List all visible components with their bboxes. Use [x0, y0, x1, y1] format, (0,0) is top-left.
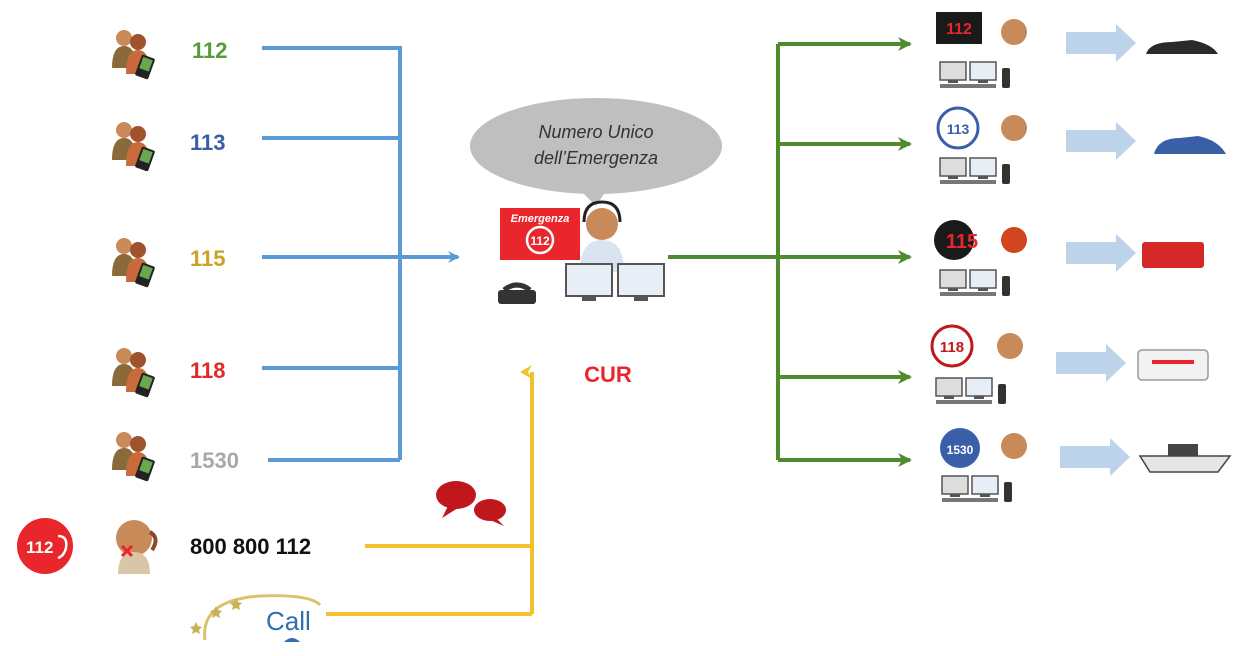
caller-row: 112 [112, 30, 228, 80]
caller-icon [112, 30, 156, 80]
chat-bubbles-icon [436, 481, 506, 526]
agency-badge [930, 324, 974, 368]
police-car-icon [1154, 136, 1226, 154]
firefighter-icon [1001, 227, 1027, 253]
caller-number: 1530 [190, 448, 239, 473]
agency-row: 1530 [940, 428, 1232, 503]
agency-badge [934, 220, 974, 260]
svg-text:112: 112 [946, 21, 972, 38]
caller-number: 118 [190, 358, 226, 383]
dispatch-arrow [1116, 234, 1136, 272]
ecall-logo: Call [190, 594, 322, 642]
ear-icon [57, 534, 68, 560]
operator-headset-icon [580, 200, 624, 272]
caller-icon [112, 238, 156, 288]
blue-connector [262, 46, 460, 462]
car-icon [1146, 40, 1218, 54]
svg-text:112: 112 [26, 538, 53, 557]
caller-row: 118 [112, 348, 226, 398]
bubble-line-1: Numero Unico [538, 122, 653, 142]
workstation-icon [935, 377, 1007, 405]
desktop-phone-icon [498, 282, 536, 304]
ambulance-icon [1137, 349, 1209, 381]
workstation-icon [939, 269, 1011, 297]
sailor-icon [1001, 433, 1027, 459]
hearing-impaired-icon [116, 520, 158, 574]
caller-icon [112, 122, 156, 172]
caller-icon [112, 348, 156, 398]
dispatch-arrow [1116, 122, 1136, 160]
dispatch-arrow [1106, 344, 1126, 382]
workstation-icon [939, 157, 1011, 185]
caller-row: 1530 [112, 432, 239, 482]
svg-text:1530: 1530 [947, 443, 974, 457]
agency-row: 115 [934, 220, 1204, 297]
caller-list: 112 113 115 118 1530 [112, 30, 239, 482]
deaf-112-logo: 112 [17, 518, 73, 574]
caller-row: 113 [112, 122, 226, 172]
svg-text:118: 118 [940, 339, 964, 356]
agency-badge [936, 106, 980, 150]
officer-icon [1001, 19, 1027, 45]
deaf-access-row: 112 800 800 112 [17, 481, 506, 574]
speech-bubble: Numero Unico dell’Emergenza [470, 98, 722, 206]
svg-text:Emergenza: Emergenza [511, 213, 570, 225]
ecall-label: Call [266, 606, 311, 636]
svg-text:115: 115 [946, 231, 978, 253]
agency-row: 113 [936, 106, 1226, 185]
boat-icon [1138, 455, 1232, 473]
caller-icon [112, 432, 156, 482]
dispatch-arrow [1116, 24, 1136, 62]
officer-icon [1001, 115, 1027, 141]
monitors-icon [565, 263, 665, 301]
paramedic-icon [997, 333, 1023, 359]
caller-number: 113 [190, 130, 226, 155]
workstation-icon [941, 475, 1013, 503]
emergenza-112-badge: Emergenza 112 [500, 208, 580, 260]
agency-row: 118 [930, 324, 1209, 405]
bubble-line-2: dell’Emergenza [534, 148, 658, 168]
cur-label: CUR [584, 362, 632, 387]
caller-row: 115 [112, 238, 226, 288]
dispatch-arrow [1110, 438, 1130, 476]
fire-truck-icon [1142, 242, 1204, 268]
agency-badge [936, 12, 982, 44]
agency-row: 112 [936, 12, 1218, 89]
agency-list: 112 113 115 118 [930, 12, 1232, 503]
caller-number: 112 [192, 38, 228, 63]
green-connector [668, 37, 912, 467]
agency-badge [940, 428, 980, 468]
svg-text:113: 113 [947, 121, 970, 137]
caller-number: 115 [190, 246, 226, 271]
workstation-icon [939, 61, 1011, 89]
car-icon [284, 638, 300, 642]
cur-operator-center: Numero Unico dell’Emergenza Emergenza 11… [470, 98, 722, 387]
deaf-number: 800 800 112 [190, 534, 311, 559]
yellow-connector [326, 365, 534, 616]
svg-text:112: 112 [530, 234, 550, 248]
